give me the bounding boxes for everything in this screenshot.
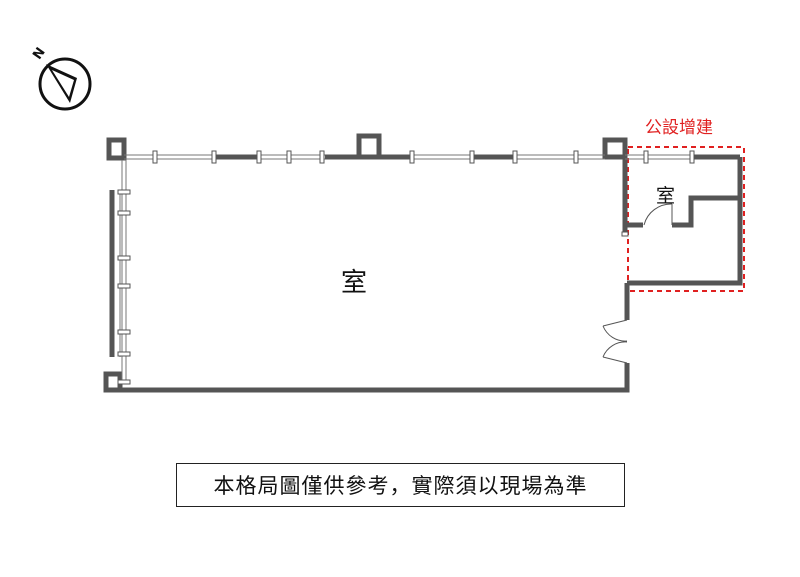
wall-annex-right	[627, 157, 743, 286]
compass: N	[30, 45, 92, 111]
small-room-door	[643, 203, 673, 226]
annex-label: 公設增建	[645, 118, 713, 138]
disclaimer-box: 本格局圖僅供參考，實際須以現場為準	[176, 463, 625, 507]
window-mullions	[117, 150, 695, 385]
disclaimer-text: 本格局圖僅供參考，實際須以現場為準	[213, 474, 588, 498]
wall-pier-top-left	[106, 137, 127, 161]
room-label-main: 室	[341, 268, 367, 298]
compass-north-letter: N	[30, 45, 49, 63]
wall-pier-top-right	[602, 137, 628, 160]
wall-pier-top-middle	[356, 133, 382, 160]
windows	[119, 154, 693, 380]
wall-bottom	[120, 363, 630, 393]
room-label-small: 室	[656, 185, 675, 207]
annex-boundary	[627, 146, 745, 292]
double-door	[602, 319, 629, 364]
wall-small-room-inner	[672, 195, 740, 228]
compass-ring	[38, 57, 92, 111]
north-arrow-highlight	[52, 70, 74, 97]
walls	[103, 133, 743, 393]
